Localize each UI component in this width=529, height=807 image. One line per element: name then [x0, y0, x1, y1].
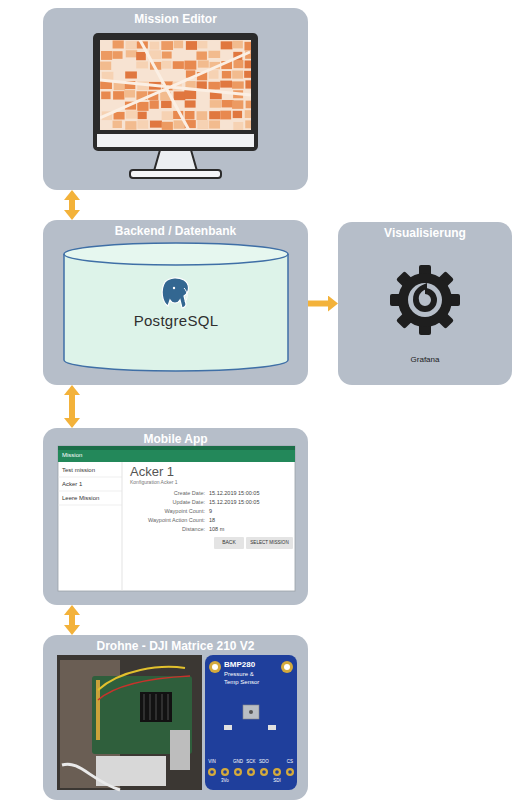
pin-name: CS: [282, 760, 298, 765]
screen-text: 108 m: [209, 526, 224, 532]
elephant-icon: [162, 278, 188, 308]
pin-name: SCK: [243, 760, 259, 765]
pin-name: VIN: [204, 760, 220, 765]
screen-text: Distance:: [140, 526, 205, 532]
panel-title: Backend / Datenbank: [43, 220, 308, 238]
screen-text: Acker 1: [130, 465, 174, 479]
component-panel: Mobile App: [43, 428, 308, 605]
board-print: BMP280: [224, 661, 255, 670]
screen-text: BACK: [214, 540, 244, 546]
pin-name: SDO: [256, 760, 272, 765]
board-print: Pressure &: [224, 671, 254, 678]
flow-arrow: [308, 301, 329, 307]
screen-text: Leere Mission: [62, 495, 99, 502]
database-name: PostgreSQL: [62, 312, 290, 329]
screen-text: 9: [209, 508, 212, 514]
screen-text: Konfiguration Acker 1: [130, 480, 178, 486]
screen-text: 15.12.2019 15:00:05: [209, 499, 259, 505]
pin-name: SDI: [269, 779, 285, 784]
pin-name: GND: [230, 760, 246, 765]
cylinder-shape: [62, 242, 290, 372]
screen-text: Mission: [62, 452, 82, 459]
screen-text: 15.12.2019 15:00:05: [209, 490, 259, 496]
panel-title: Mobile App: [43, 428, 308, 446]
component-panel: Drohne - DJI Matrice 210 V2: [43, 635, 308, 800]
panel-title: Drohne - DJI Matrice 210 V2: [43, 635, 308, 653]
database-cylinder: PostgreSQL: [62, 242, 290, 372]
screen-text: SELECT MISSION: [246, 540, 293, 545]
screen-text: Test mission: [62, 467, 95, 474]
board-print: Temp Sensor: [224, 679, 259, 686]
component-panel: Mission Editor: [43, 8, 308, 190]
pin-name: 3Vo: [217, 779, 233, 784]
screen-text: Acker 1: [62, 481, 82, 488]
screen-text: Waypoint Action Count:: [140, 517, 205, 523]
cylinder-top: [64, 243, 288, 265]
panel-title: Mission Editor: [43, 8, 308, 26]
logo-caption: Grafana: [395, 356, 455, 365]
screen-text: Create Date:: [140, 490, 205, 496]
screen-text: 18: [209, 517, 215, 523]
component-panel: Backend / DatenbankPostgreSQL: [43, 220, 308, 385]
screen-text: Waypoint Count:: [140, 508, 205, 514]
flow-arrow: [69, 199, 75, 211]
flow-arrow: [69, 394, 75, 419]
panel-title: Visualisierung: [338, 222, 512, 240]
flow-arrow: [69, 614, 75, 626]
screen-text: Update Date:: [140, 499, 205, 505]
